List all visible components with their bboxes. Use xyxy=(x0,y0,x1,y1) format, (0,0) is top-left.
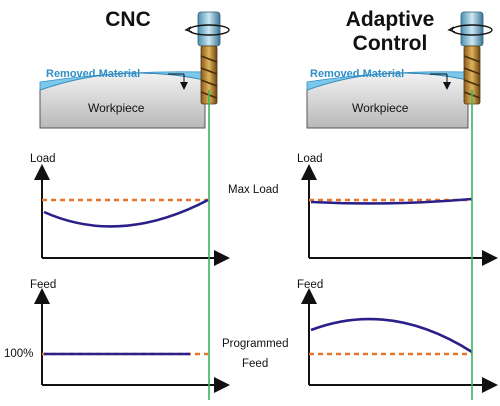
programmed-label: Programmed xyxy=(222,338,289,350)
feed-100-percent-label: 100% xyxy=(4,348,34,360)
cnc-workpiece-label: Workpiece xyxy=(88,101,145,115)
feed-label: Feed xyxy=(242,358,269,370)
cnc-load-curve xyxy=(43,198,209,228)
adaptive-load-curve xyxy=(310,197,473,205)
cnc-feed-axis-label: Feed xyxy=(30,279,57,291)
cnc-feed-axes xyxy=(34,288,230,393)
adaptive-load-axis-label: Load xyxy=(297,153,323,165)
adaptive-title-line2: Control xyxy=(352,32,428,55)
cnc-end-mill-icon xyxy=(184,11,230,105)
adaptive-feed-axes xyxy=(301,288,498,393)
cnc-title: CNC xyxy=(105,8,151,31)
max-load-label: Max Load xyxy=(228,184,279,196)
adaptive-title-line1: Adaptive xyxy=(345,8,435,31)
adaptive-feed-axis-label: Feed xyxy=(297,279,324,291)
cnc-removed-material-label: Removed Material xyxy=(46,68,141,80)
adaptive-removed-material-label: Removed Material xyxy=(310,68,405,80)
adaptive-load-axes xyxy=(301,164,498,266)
adaptive-feed-curve xyxy=(310,317,473,354)
adaptive-workpiece-label: Workpiece xyxy=(352,101,409,115)
cnc-load-axis-label: Load xyxy=(30,153,56,165)
adaptive-end-mill-icon xyxy=(447,11,493,105)
cnc-load-axes xyxy=(34,164,230,266)
